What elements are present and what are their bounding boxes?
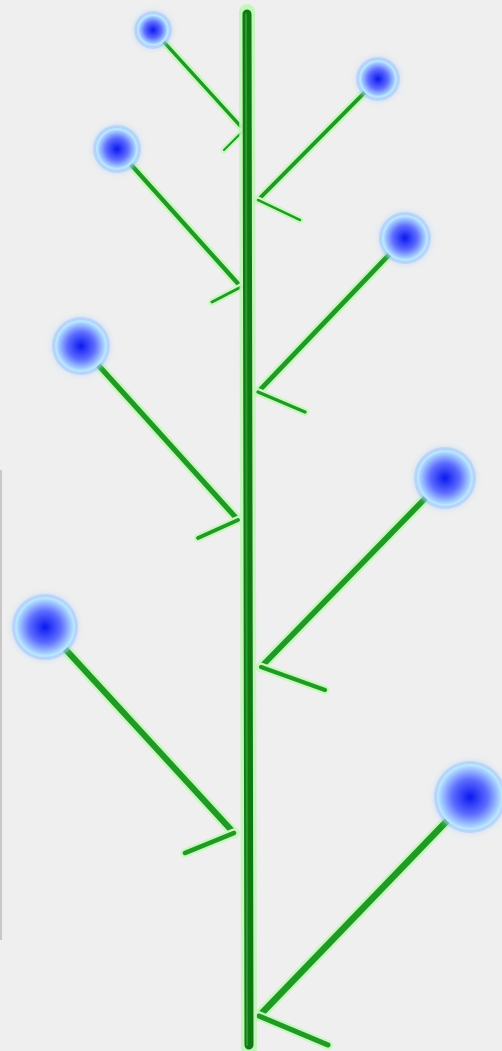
- branch-4-thorn: [258, 392, 305, 412]
- branch-2-thorn: [258, 200, 300, 220]
- branches-layer: [45, 30, 470, 1045]
- branch-7: [45, 627, 234, 853]
- branch-1: [153, 30, 244, 150]
- branch-4-node: [379, 212, 431, 264]
- branch-8: [259, 797, 470, 1045]
- nodes-layer: [12, 11, 502, 833]
- branch-3: [117, 149, 241, 302]
- branch-1-node: [134, 11, 172, 49]
- branch-2: [258, 79, 378, 220]
- branch-4: [258, 238, 405, 412]
- main-stem: [246, 12, 249, 1048]
- branch-6-node: [414, 447, 476, 509]
- branch-6-thorn: [261, 667, 325, 690]
- branch-3-thorn: [212, 287, 241, 302]
- stem-layer: [246, 12, 249, 1048]
- branch-3-node: [93, 125, 141, 173]
- branch-5-node: [52, 317, 110, 375]
- branch-5: [81, 346, 238, 538]
- branch-8-thorn: [259, 1016, 328, 1045]
- branch-7-node: [12, 594, 78, 660]
- branch-6: [261, 478, 445, 690]
- branch-5-thorn: [198, 520, 238, 538]
- branch-7-thorn: [185, 833, 234, 853]
- branch-2-node: [356, 57, 400, 101]
